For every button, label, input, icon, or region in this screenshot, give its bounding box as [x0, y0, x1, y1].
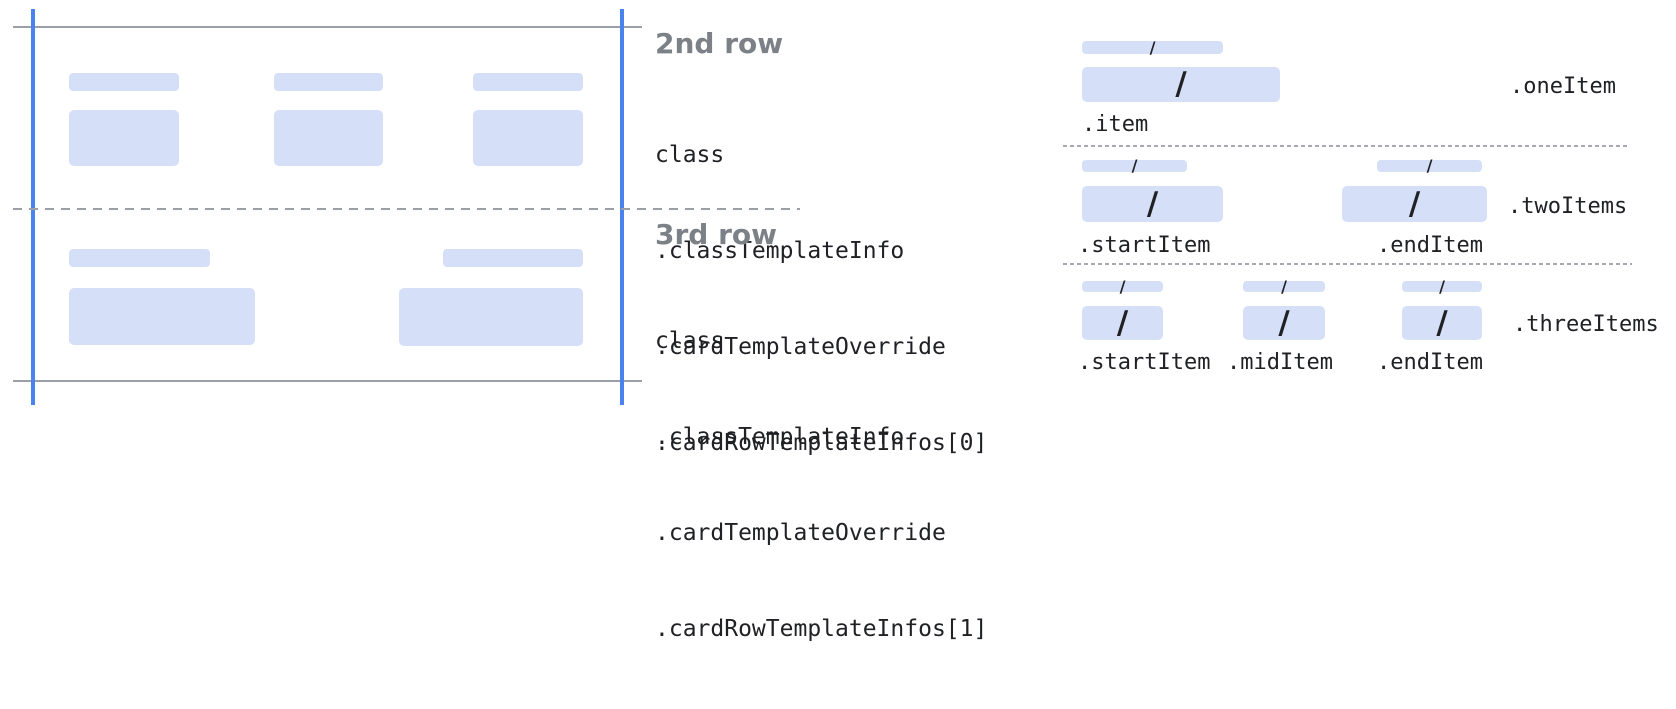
slash-placeholder: /	[1278, 304, 1290, 341]
slash-placeholder: /	[1426, 156, 1433, 175]
one-item-row-label: .oneItem	[1510, 74, 1616, 99]
row3-code-path: class .classTemplateInfo .cardTemplateOv…	[655, 261, 987, 709]
row3-col1-value-placeholder	[69, 288, 255, 345]
row3-code-line: class	[655, 328, 725, 354]
row2-col3-label-placeholder	[473, 73, 583, 91]
two-items-end-label-bar: /	[1377, 156, 1482, 175]
row3-heading: 3rd row	[655, 218, 777, 251]
two-items-start-field-label: .startItem	[1078, 233, 1211, 258]
card-left-margin-guide	[31, 9, 35, 405]
row2-col2-value-placeholder	[274, 110, 383, 166]
slash-placeholder: /	[1439, 276, 1445, 296]
two-items-end-value-bar: /	[1342, 186, 1487, 222]
three-items-end-label-bar: /	[1402, 276, 1482, 296]
card-right-margin-guide	[620, 9, 624, 405]
row3-code-line: .cardRowTemplateInfos[1]	[655, 616, 988, 642]
row2-col3-value-placeholder	[473, 110, 583, 166]
card-bottom-boundary-line	[13, 380, 642, 382]
one-item-value-bar: /	[1082, 67, 1280, 102]
one-item-field-label: .item	[1082, 112, 1149, 137]
row2-code-line: class	[655, 142, 725, 168]
three-items-start-value-bar: /	[1082, 306, 1163, 340]
slash-placeholder: /	[1408, 185, 1421, 222]
slash-placeholder: /	[1131, 156, 1138, 175]
one-item-label-bar: /	[1082, 37, 1223, 57]
slash-placeholder: /	[1436, 304, 1448, 341]
three-items-mid-value-bar: /	[1243, 306, 1325, 340]
three-items-end-value-bar: /	[1402, 306, 1482, 340]
row3-col2-label-placeholder	[443, 249, 583, 267]
slash-placeholder: /	[1146, 185, 1159, 222]
row2-col1-label-placeholder	[69, 73, 179, 91]
three-items-mid-label-bar: /	[1243, 276, 1325, 296]
row2-col2-label-placeholder	[274, 73, 383, 91]
three-items-end-field-label: .endItem	[1377, 350, 1483, 375]
slash-placeholder: /	[1116, 304, 1129, 341]
two-items-start-value-bar: /	[1082, 186, 1223, 222]
slash-placeholder: /	[1119, 276, 1126, 296]
row3-code-line: .classTemplateInfo	[655, 424, 905, 450]
card-top-boundary-line	[13, 26, 642, 28]
one-two-section-divider	[1063, 145, 1630, 147]
row2-heading: 2nd row	[655, 27, 784, 60]
two-three-section-divider	[1063, 263, 1632, 265]
row3-col2-value-placeholder	[399, 288, 583, 346]
row3-col1-label-placeholder	[69, 249, 210, 267]
slash-placeholder: /	[1281, 276, 1287, 296]
card-template-diagram: 2nd row class .classTemplateInfo .cardTe…	[13, 9, 1659, 642]
slash-placeholder: /	[1149, 37, 1156, 57]
row2-code-line: .cardTemplateOverride	[655, 334, 946, 360]
two-items-row-label: .twoItems	[1508, 194, 1628, 219]
three-items-row-label: .threeItems	[1513, 312, 1659, 337]
two-items-start-label-bar: /	[1082, 156, 1187, 175]
row2-col1-value-placeholder	[69, 110, 179, 166]
card-row-divider-dashed	[13, 208, 800, 210]
row3-code-line: .cardTemplateOverride	[655, 520, 946, 546]
three-items-start-label-bar: /	[1082, 276, 1163, 296]
row2-code-line: .classTemplateInfo	[655, 238, 905, 264]
three-items-mid-field-label: .midItem	[1227, 350, 1333, 375]
slash-placeholder: /	[1175, 66, 1187, 102]
three-items-start-field-label: .startItem	[1078, 350, 1211, 375]
two-items-end-field-label: .endItem	[1377, 233, 1483, 258]
